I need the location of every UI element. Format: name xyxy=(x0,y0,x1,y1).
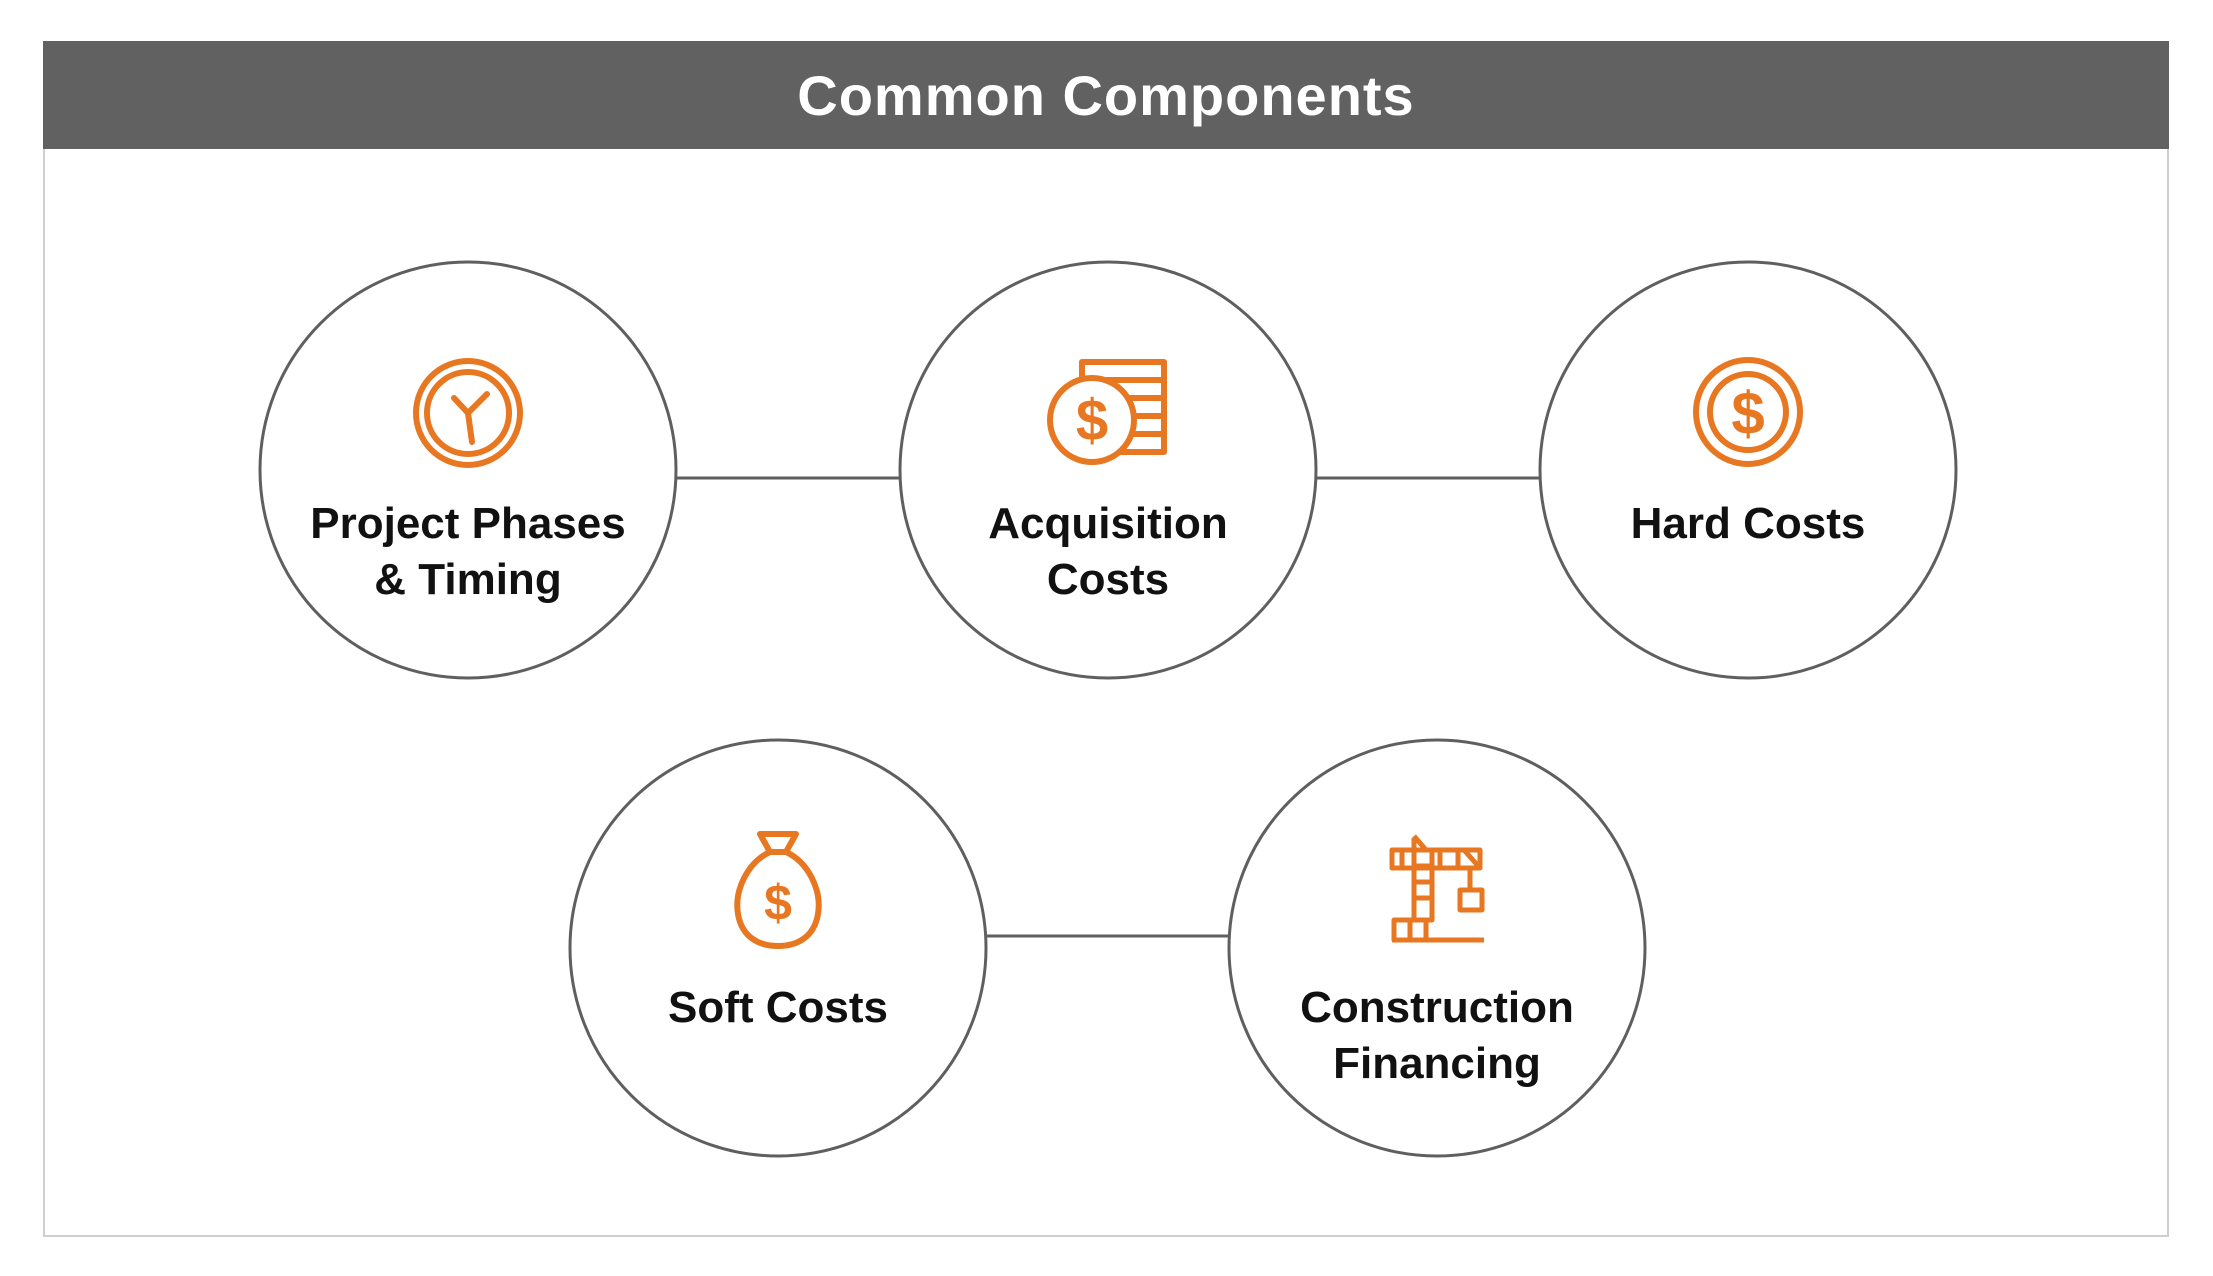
node-label-line: Soft Costs xyxy=(668,983,888,1032)
node-label-acquisition-costs: Acquisition Costs xyxy=(908,496,1308,608)
node-circle-project-phases xyxy=(258,260,678,680)
node-label-line: Construction xyxy=(1300,983,1574,1032)
node-label-line: Hard Costs xyxy=(1630,499,1866,548)
node-label-line: Acquisition xyxy=(988,499,1228,548)
node-label-line: & Timing xyxy=(374,555,562,604)
money-bag-icon: $ xyxy=(734,831,822,949)
svg-text:$: $ xyxy=(764,875,792,931)
node-label-line: Project Phases xyxy=(310,499,626,548)
svg-text:$: $ xyxy=(1076,388,1108,453)
node-label-hard-costs: Hard Costs xyxy=(1548,496,1948,552)
svg-text:$: $ xyxy=(1731,380,1764,447)
node-label-line: Financing xyxy=(1333,1039,1541,1088)
node-label-line: Costs xyxy=(1046,555,1170,604)
crane-icon xyxy=(1389,834,1485,943)
header-bar: Common Components xyxy=(43,41,2169,149)
node-label-project-phases: Project Phases & Timing xyxy=(268,496,668,608)
node-circle-construction-financing xyxy=(1227,738,1647,1158)
page-title: Common Components xyxy=(797,63,1415,127)
node-label-construction-financing: Construction Financing xyxy=(1237,980,1637,1092)
clock-icon xyxy=(413,358,523,468)
dollar-coin-icon: $ xyxy=(1693,357,1803,467)
node-label-soft-costs: Soft Costs xyxy=(578,980,978,1036)
node-circle-hard-costs xyxy=(1538,260,1958,680)
coin-stack-icon: $ xyxy=(1047,359,1167,465)
node-circle-acquisition-costs xyxy=(898,260,1318,680)
